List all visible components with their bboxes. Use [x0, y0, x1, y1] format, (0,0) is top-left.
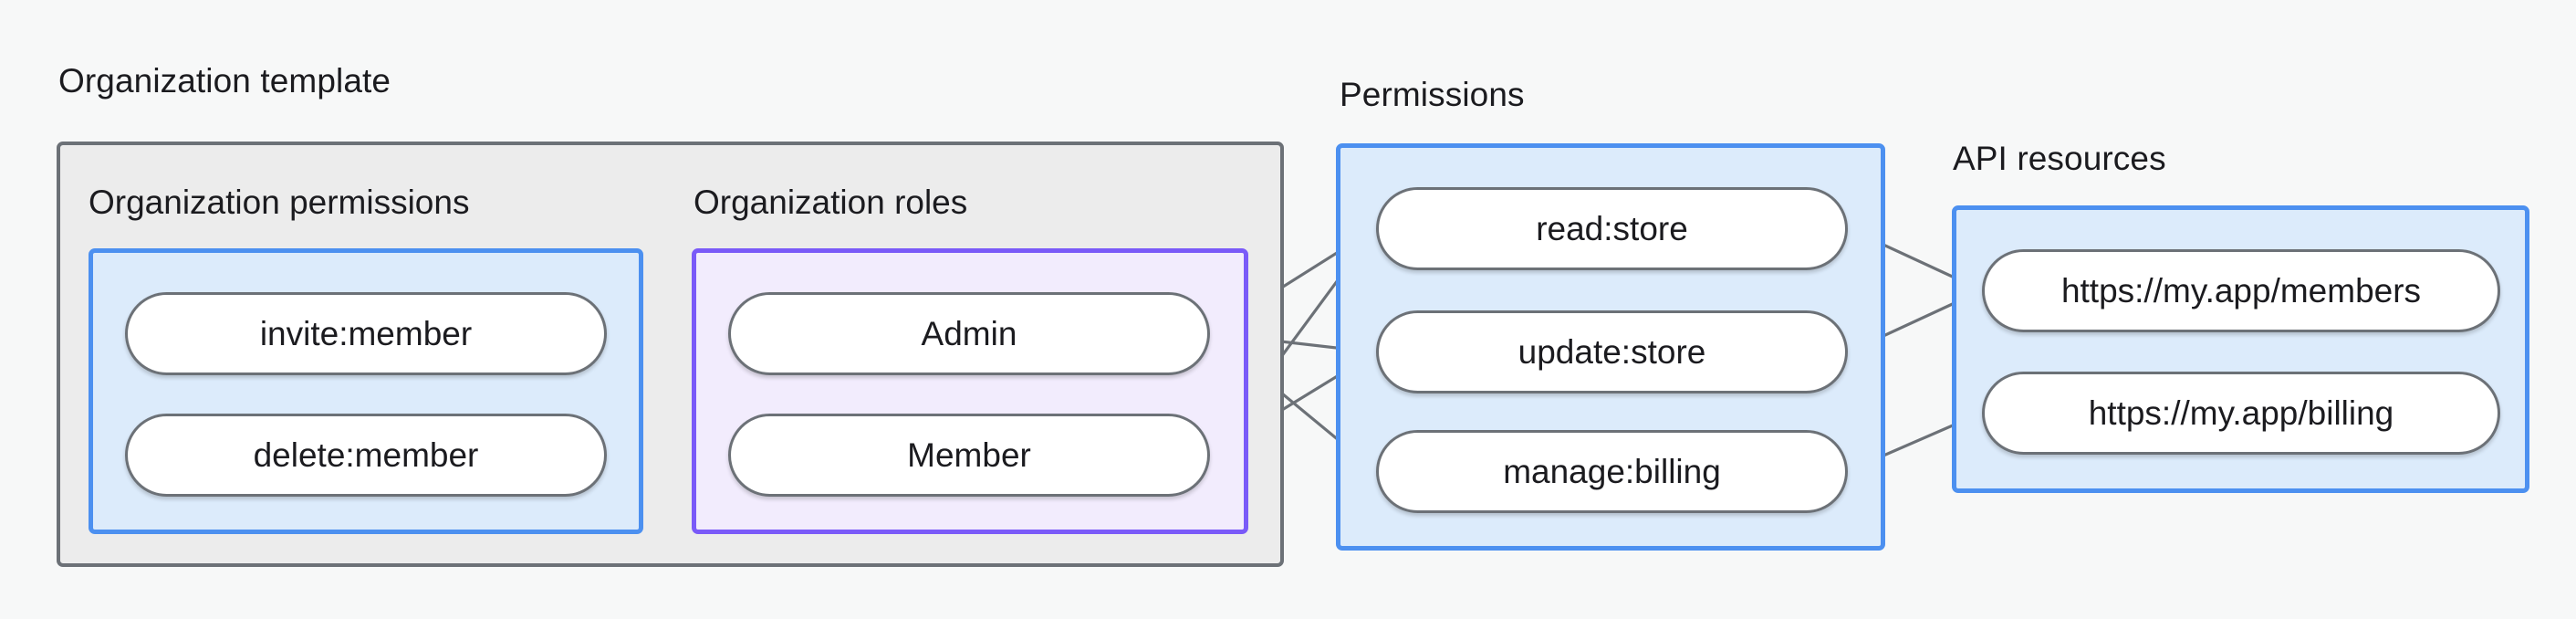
- node-manage-billing[interactable]: manage:billing: [1376, 430, 1848, 513]
- node-read-store-label: read:store: [1536, 209, 1688, 247]
- node-read-store[interactable]: read:store: [1376, 187, 1848, 270]
- organization-roles-label: Organization roles: [694, 184, 968, 221]
- node-invite-member-label: invite:member: [259, 314, 473, 352]
- node-member-label: Member: [907, 435, 1031, 474]
- node-members-endpoint-label: https://my.app/members: [2060, 271, 2422, 310]
- organization-permissions-label: Organization permissions: [89, 184, 470, 221]
- organization-template-label: Organization template: [58, 62, 391, 100]
- node-delete-member[interactable]: delete:member: [125, 414, 607, 497]
- node-billing-endpoint[interactable]: https://my.app/billing: [1982, 372, 2500, 455]
- permissions-label: Permissions: [1340, 76, 1525, 113]
- node-update-store[interactable]: update:store: [1376, 310, 1848, 393]
- node-member[interactable]: Member: [728, 414, 1210, 497]
- node-admin-label: Admin: [921, 314, 1017, 352]
- node-invite-member[interactable]: invite:member: [125, 292, 607, 375]
- node-manage-billing-label: manage:billing: [1503, 452, 1721, 490]
- api-resources-label: API resources: [1953, 140, 2166, 177]
- node-admin[interactable]: Admin: [728, 292, 1210, 375]
- node-update-store-label: update:store: [1517, 332, 1706, 371]
- node-members-endpoint[interactable]: https://my.app/members: [1982, 249, 2500, 332]
- node-billing-endpoint-label: https://my.app/billing: [2088, 393, 2394, 432]
- node-delete-member-label: delete:member: [253, 435, 479, 474]
